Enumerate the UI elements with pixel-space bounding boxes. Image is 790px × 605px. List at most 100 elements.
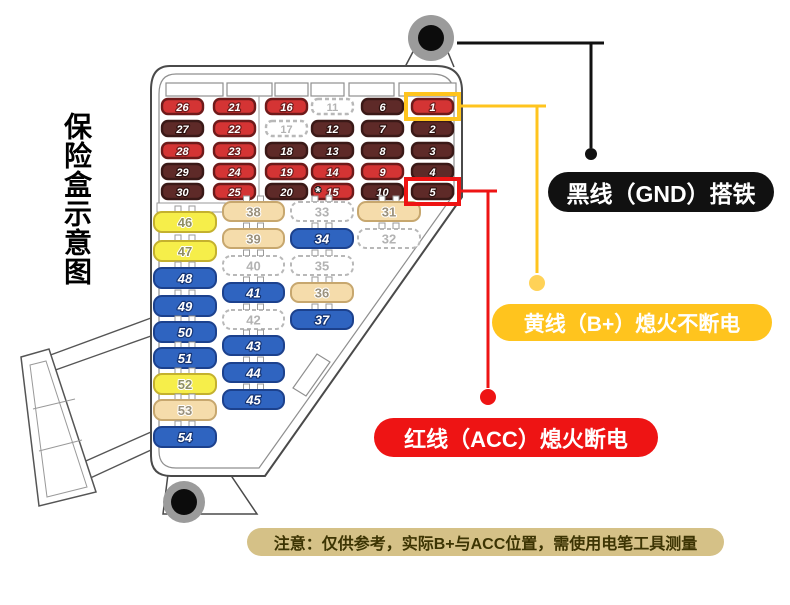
svg-text:39: 39 <box>246 232 260 247</box>
svg-text:34: 34 <box>315 232 330 247</box>
fuse-36: 36 <box>290 276 354 303</box>
svg-text:8: 8 <box>379 146 386 158</box>
svg-text:18: 18 <box>280 146 293 158</box>
fuse-16: 16 <box>264 97 309 116</box>
svg-text:26: 26 <box>175 102 189 114</box>
fuse-29: 29 <box>160 162 205 181</box>
fuse-42: 42 <box>222 303 285 330</box>
fuse-4: 4 <box>410 162 455 181</box>
fuse-21: 21 <box>212 97 257 116</box>
fuse-13: 13 <box>310 141 355 160</box>
svg-text:50: 50 <box>178 325 193 340</box>
fuse-41: 41 <box>222 276 285 303</box>
svg-text:17: 17 <box>280 124 292 136</box>
mounting-bolt-bottom-icon <box>162 473 259 523</box>
fuse-51: 51 <box>153 341 217 369</box>
svg-text:52: 52 <box>178 377 192 392</box>
svg-text:42: 42 <box>246 313 260 328</box>
mounting-bracket-left <box>20 317 152 507</box>
fuse-9: 9 <box>360 162 405 181</box>
gnd-callout-dot <box>585 148 597 160</box>
svg-text:5: 5 <box>429 187 436 199</box>
diagram-title-vertical: 保险盒示意图 <box>61 112 92 286</box>
fuse-40: 40 <box>222 249 285 276</box>
svg-text:49: 49 <box>177 299 193 314</box>
fuse-5: 5 <box>410 182 455 201</box>
acc-label: 红线（ACC）熄火断电 <box>374 418 658 457</box>
svg-text:20: 20 <box>279 187 293 199</box>
svg-text:25: 25 <box>227 187 241 199</box>
svg-text:23: 23 <box>227 146 240 158</box>
svg-text:35: 35 <box>315 259 329 274</box>
svg-text:37: 37 <box>315 313 330 328</box>
fuse-39: 39 <box>222 222 285 249</box>
svg-text:31: 31 <box>382 205 396 220</box>
fuse-26: 26 <box>160 97 205 116</box>
svg-text:1: 1 <box>429 102 435 114</box>
svg-text:46: 46 <box>178 215 192 230</box>
svg-text:3: 3 <box>429 146 435 158</box>
svg-text:43: 43 <box>245 339 261 354</box>
svg-text:41: 41 <box>245 286 260 301</box>
svg-text:19: 19 <box>280 167 293 179</box>
fuse-33: 33 <box>290 195 354 222</box>
acc-callout-line <box>459 189 497 388</box>
fuse-14: 14 <box>310 162 355 181</box>
bplus-callout-line <box>461 104 546 273</box>
svg-text:13: 13 <box>326 146 338 158</box>
svg-text:4: 4 <box>428 167 435 179</box>
svg-text:38: 38 <box>246 205 260 220</box>
fuse-2: 2 <box>410 119 455 138</box>
svg-text:24: 24 <box>227 167 240 179</box>
svg-text:33: 33 <box>315 205 329 220</box>
svg-text:2: 2 <box>428 124 435 136</box>
fuse-30: 30 <box>160 182 205 201</box>
svg-text:51: 51 <box>178 351 192 366</box>
svg-text:21: 21 <box>227 102 240 114</box>
diagonal-slot <box>292 353 331 397</box>
fuse-53: 53 <box>153 393 217 421</box>
fuse-17: 17 <box>264 119 309 138</box>
fuse-37: 37 <box>290 303 354 330</box>
svg-text:22: 22 <box>227 124 240 136</box>
fuse-22: 22 <box>212 119 257 138</box>
fuse-49: 49 <box>153 289 217 317</box>
fuse-18: 18 <box>264 141 309 160</box>
fuse-27: 27 <box>160 119 205 138</box>
fuse-layer: 123456789101112131415*161718192021222324… <box>153 97 455 448</box>
svg-text:48: 48 <box>177 271 193 286</box>
fuse-44: 44 <box>222 356 285 383</box>
fuse-6: 6 <box>360 97 405 116</box>
fuse-19: 19 <box>264 162 309 181</box>
star-marker: * <box>315 184 321 200</box>
fuse-38: 38 <box>222 195 285 222</box>
mounting-bolt-top-icon <box>404 15 455 68</box>
fuse-46: 46 <box>153 205 217 233</box>
svg-text:32: 32 <box>382 232 396 247</box>
gnd-label: 黑线（GND）搭铁 <box>548 172 774 212</box>
svg-text:30: 30 <box>176 187 189 199</box>
svg-text:28: 28 <box>175 146 189 158</box>
svg-text:45: 45 <box>245 393 261 408</box>
svg-text:47: 47 <box>178 244 192 259</box>
svg-text:44: 44 <box>245 366 261 381</box>
svg-text:14: 14 <box>326 167 338 179</box>
fuse-32: 32 <box>357 222 421 249</box>
fuse-8: 8 <box>360 141 405 160</box>
svg-text:29: 29 <box>175 167 189 179</box>
fuse-23: 23 <box>212 141 257 160</box>
svg-text:7: 7 <box>379 124 386 136</box>
fuse-1: 1 <box>410 97 455 116</box>
bplus-label: 黄线（B+）熄火不断电 <box>492 304 772 341</box>
svg-text:36: 36 <box>315 286 329 301</box>
fuse-7: 7 <box>360 119 405 138</box>
fuse-34: 34 <box>290 222 354 249</box>
svg-text:53: 53 <box>178 403 192 418</box>
fuse-45: 45 <box>222 383 285 410</box>
fuse-12: 12 <box>310 119 355 138</box>
fuse-31: 31 <box>357 195 421 222</box>
fuse-52: 52 <box>153 367 217 395</box>
gnd-callout-line <box>457 41 604 148</box>
